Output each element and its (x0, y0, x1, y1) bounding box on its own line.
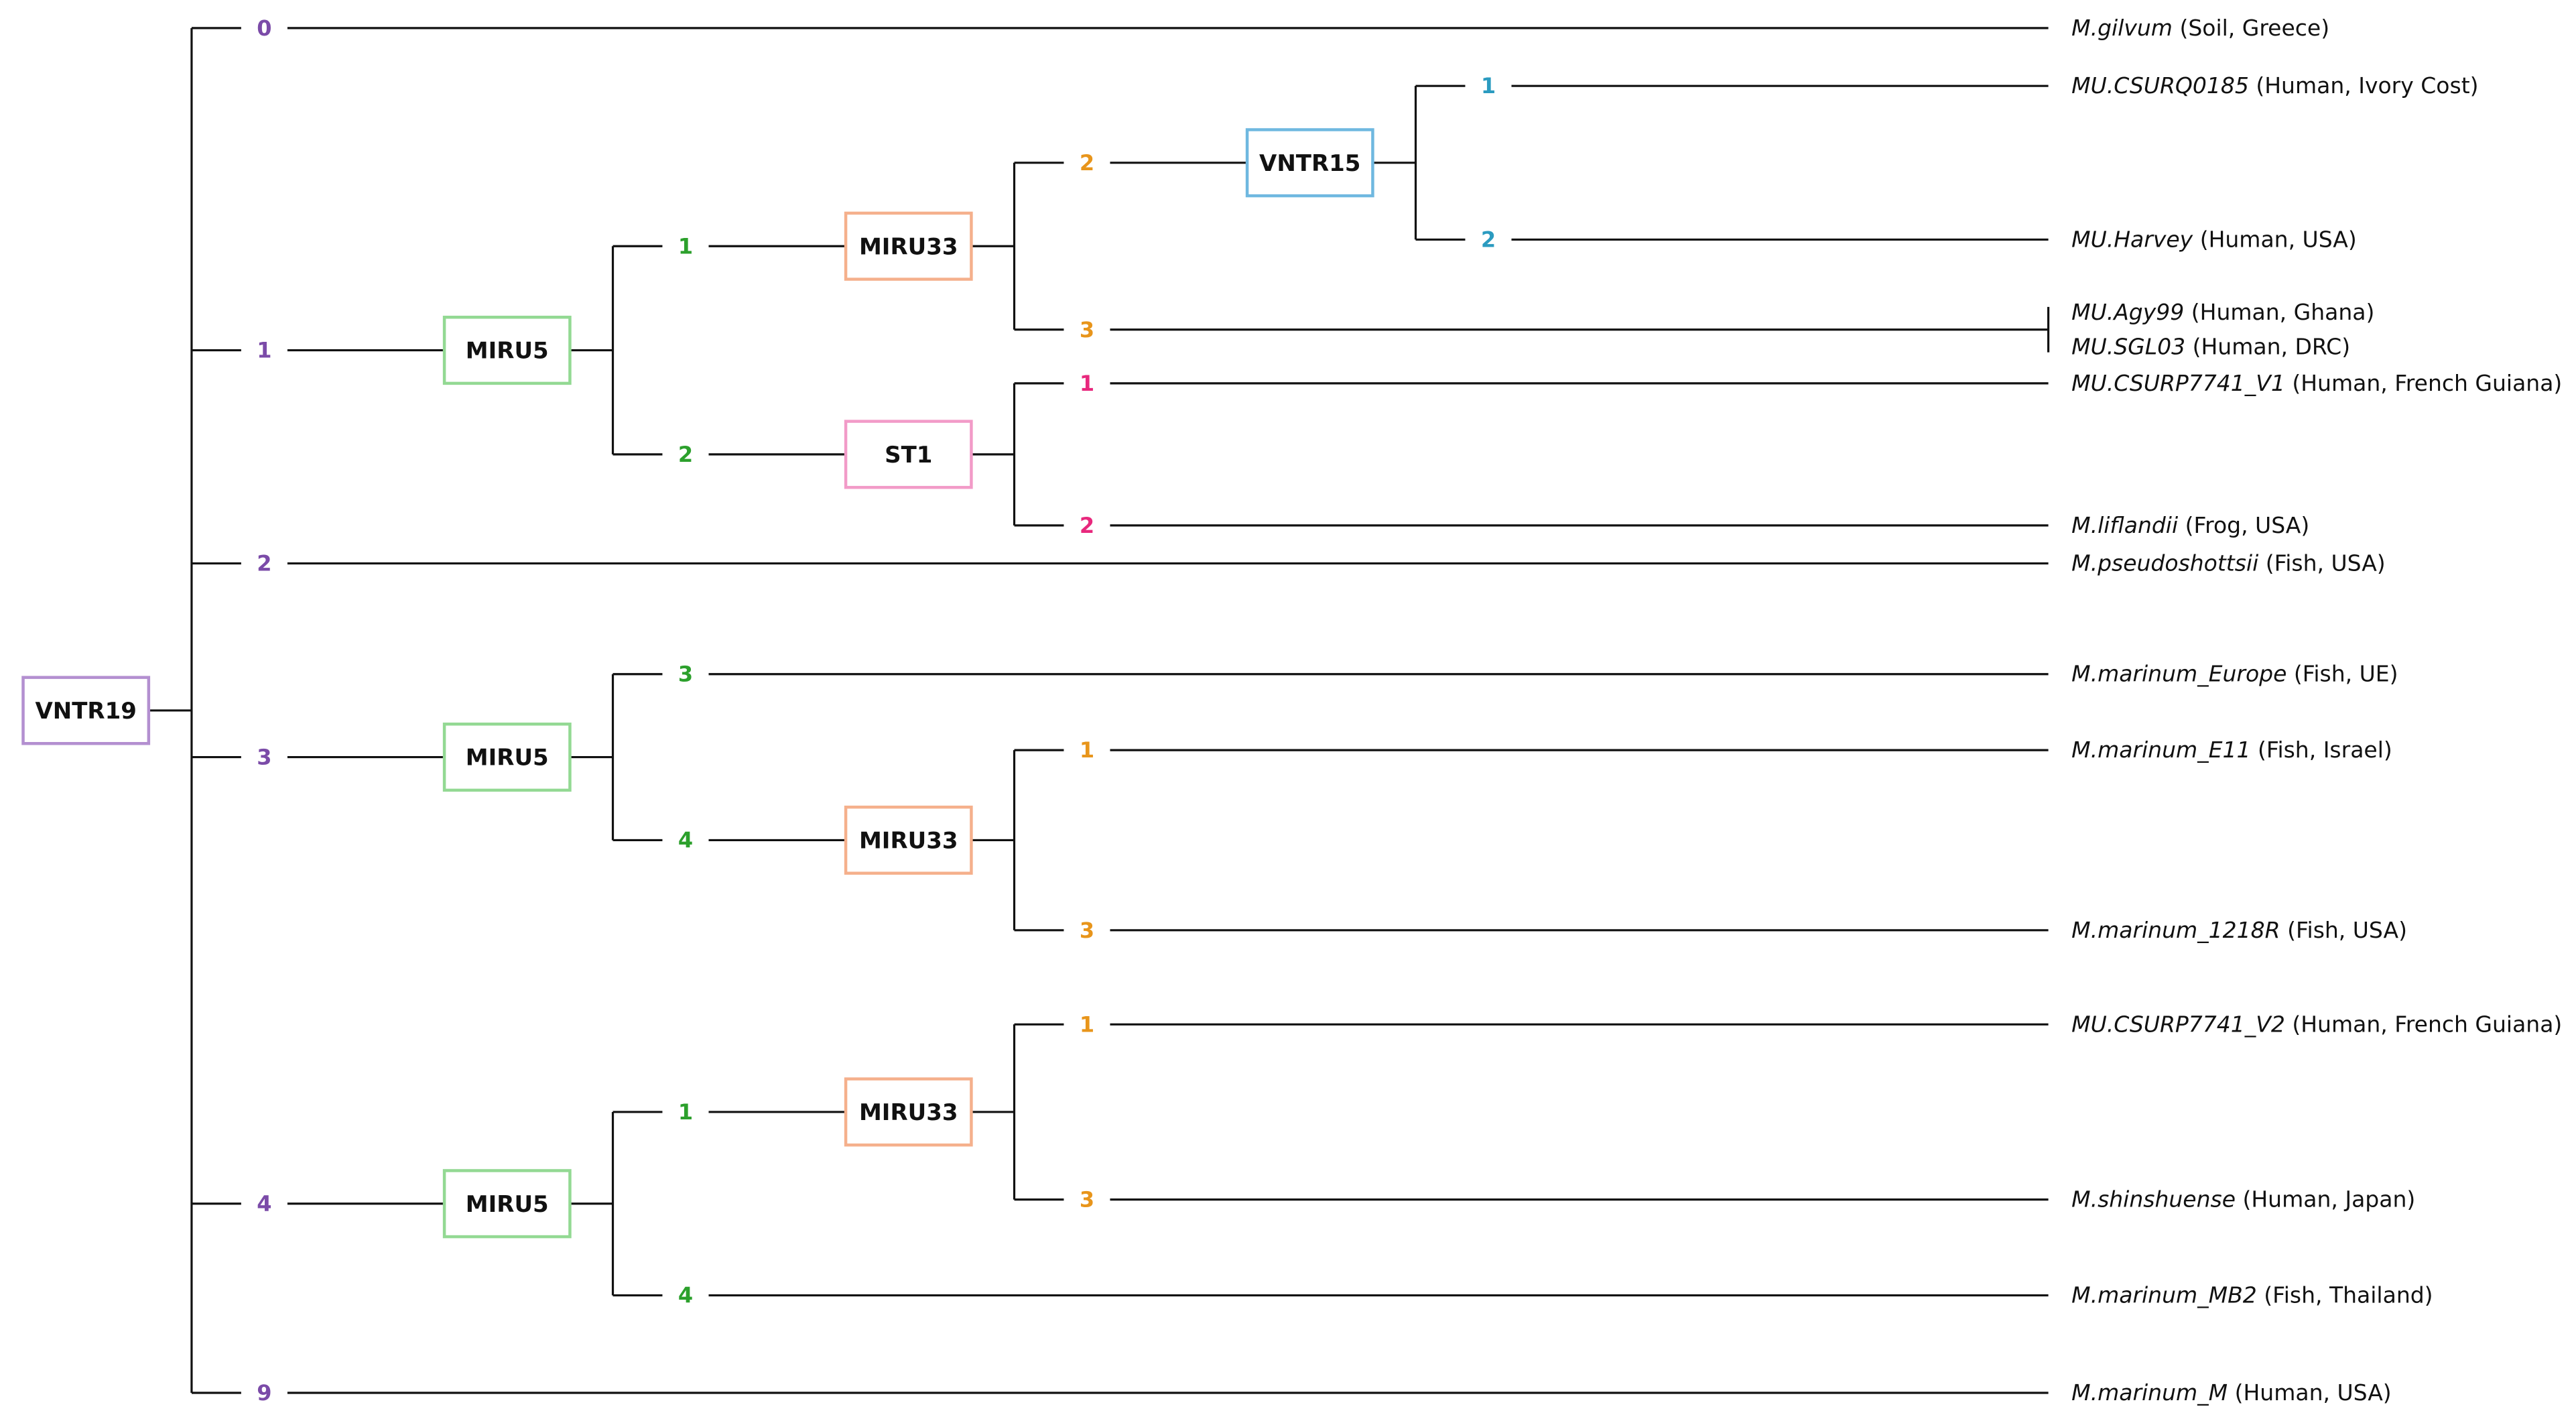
branch-state-miru5: 4 (678, 1283, 693, 1308)
node-vntr15: VNTR15 (1245, 128, 1374, 198)
branch-state-vntr15: 1 (1481, 73, 1496, 99)
leaf-origin: (Soil, Greece) (2173, 15, 2329, 41)
node-miru5: MIRU5 (442, 1169, 572, 1239)
node-vntr19: VNTR19 (21, 676, 151, 745)
branch-state-miru33: 3 (1080, 918, 1094, 943)
leaf-label: MU.SGL03 (Human, DRC) (2071, 334, 2350, 360)
leaf-origin: (Fish, Thailand) (2257, 1282, 2433, 1308)
branch-state-miru33: 2 (1080, 150, 1094, 176)
node-label: MIRU5 (466, 1191, 549, 1218)
node-label: MIRU33 (859, 827, 958, 854)
leaf-species-name: MU.CSURQ0185 (2071, 72, 2249, 99)
node-label: MIRU33 (859, 1099, 958, 1126)
leaf-species-name: M.pseudoshottsii (2071, 550, 2258, 576)
leaf-label: M.marinum_1218R (Fish, USA) (2071, 917, 2407, 943)
leaf-species-name: M.marinum_E11 (2071, 737, 2250, 763)
leaf-label: M.liflandii (Frog, USA) (2071, 512, 2309, 538)
leaf-species-name: M.marinum_M (2071, 1379, 2228, 1406)
branch-state-miru5: 2 (678, 442, 693, 467)
branch-state-miru33: 3 (1080, 317, 1094, 343)
leaf-species-name: M.marinum_1218R (2071, 917, 2280, 943)
leaf-origin: (Human, French Guiana) (2285, 1011, 2562, 1037)
leaf-label: MU.CSURP7741_V2 (Human, French Guiana) (2071, 1011, 2562, 1037)
branch-state-miru33: 1 (1080, 1011, 1094, 1037)
branch-state-vntr15: 2 (1481, 227, 1496, 252)
leaf-origin: (Fish, USA) (2280, 917, 2407, 943)
leaf-origin: (Human, Ghana) (2184, 299, 2374, 325)
node-label: MIRU5 (466, 338, 549, 365)
node-box (844, 211, 973, 281)
node-label: VNTR15 (1259, 150, 1360, 177)
leaf-species-name: M.gilvum (2071, 15, 2173, 41)
leaf-label: M.marinum_E11 (Fish, Israel) (2071, 737, 2392, 763)
branch-state-vntr19: 2 (257, 551, 271, 576)
branch-state-st1: 1 (1080, 371, 1094, 396)
leaf-species-name: MU.Agy99 (2071, 299, 2184, 325)
leaf-origin: (Human, Japan) (2236, 1186, 2415, 1213)
node-box (1245, 128, 1374, 198)
node-box (21, 676, 151, 745)
node-box (844, 420, 973, 489)
node-box (442, 316, 572, 385)
branch-state-st1: 2 (1080, 513, 1094, 538)
branch-state-vntr19: 4 (257, 1191, 271, 1217)
branch-state-miru5: 4 (678, 827, 693, 853)
node-st1: ST1 (844, 420, 973, 489)
leaf-species-name: M.marinum_Europe (2071, 661, 2287, 687)
branch-state-vntr19: 9 (257, 1380, 271, 1406)
leaf-species-name: M.shinshuense (2071, 1186, 2236, 1213)
node-miru5: MIRU5 (442, 723, 572, 792)
leaf-label: M.gilvum (Soil, Greece) (2071, 15, 2329, 41)
branch-state-labels: 0 1 1 2 1 2 3 2 1 2 2 3 3 4 1 3 4 1 1 3 4 9 (257, 15, 1496, 1406)
branch-state-vntr19: 3 (257, 745, 271, 770)
node-miru33: MIRU33 (844, 211, 973, 281)
tree-edges (148, 27, 2050, 1394)
branch-state-vntr19: 1 (257, 338, 271, 363)
leaf-origin: (Human, DRC) (2185, 334, 2350, 360)
node-box (442, 1169, 572, 1239)
leaf-label: M.pseudoshottsii (Fish, USA) (2071, 550, 2386, 576)
leaf-label: MU.Agy99 (Human, Ghana) (2071, 299, 2374, 325)
node-label: MIRU5 (466, 745, 549, 771)
leaf-origin: (Fish, USA) (2258, 550, 2385, 576)
node-box (844, 805, 973, 875)
tree-nodes: VNTR19MIRU5MIRU33VNTR15ST1MIRU5MIRU33MIR… (21, 128, 1374, 1239)
node-label: VNTR19 (35, 698, 136, 725)
leaf-label: M.marinum_Europe (Fish, UE) (2071, 661, 2398, 687)
branch-state-miru5: 1 (678, 233, 693, 259)
leaf-label: M.marinum_MB2 (Fish, Thailand) (2071, 1282, 2433, 1308)
leaf-label: MU.CSURQ0185 (Human, Ivory Cost) (2071, 72, 2478, 99)
branch-state-miru5: 3 (678, 662, 693, 687)
leaf-species-name: MU.SGL03 (2071, 334, 2185, 360)
leaf-species-name: MU.CSURP7741_V1 (2071, 370, 2285, 396)
branch-state-vntr19: 0 (257, 15, 271, 41)
leaf-origin: (Fish, Israel) (2251, 737, 2392, 763)
leaf-species-name: M.liflandii (2071, 512, 2178, 538)
node-label: MIRU33 (859, 233, 958, 260)
leaf-origin: (Human, USA) (2228, 1379, 2392, 1406)
leaf-species-name: MU.Harvey (2071, 226, 2193, 252)
node-miru5: MIRU5 (442, 316, 572, 385)
leaf-origin: (Fish, UE) (2287, 661, 2398, 687)
branch-state-miru5: 1 (678, 1099, 693, 1125)
branch-state-miru33: 1 (1080, 737, 1094, 763)
branch-state-miru33: 3 (1080, 1187, 1094, 1213)
node-box (844, 1077, 973, 1147)
leaf-origin: (Frog, USA) (2178, 512, 2309, 538)
leaf-label: M.shinshuense (Human, Japan) (2071, 1186, 2415, 1213)
leaf-label: MU.Harvey (Human, USA) (2071, 226, 2357, 252)
leaf-species-name: M.marinum_MB2 (2071, 1282, 2257, 1308)
leaf-labels: M.gilvum (Soil, Greece) MU.CSURQ0185 (Hum… (2071, 15, 2562, 1406)
leaf-origin: (Human, French Guiana) (2285, 370, 2562, 396)
leaf-origin: (Human, USA) (2193, 226, 2357, 252)
node-miru33: MIRU33 (844, 805, 973, 875)
leaf-origin: (Human, Ivory Cost) (2249, 72, 2479, 99)
leaf-label: M.marinum_M (Human, USA) (2071, 1379, 2392, 1406)
node-miru33: MIRU33 (844, 1077, 973, 1147)
leaf-label: MU.CSURP7741_V1 (Human, French Guiana) (2071, 370, 2562, 396)
node-label: ST1 (885, 442, 932, 469)
leaf-species-name: MU.CSURP7741_V2 (2071, 1011, 2285, 1037)
node-box (442, 723, 572, 792)
